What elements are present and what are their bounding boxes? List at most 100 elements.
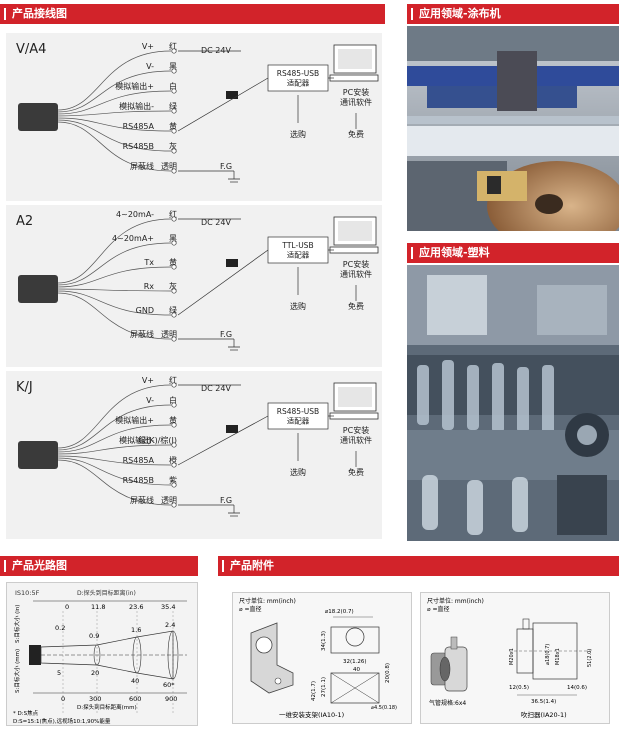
accessories-header: 产品附件 (218, 556, 619, 576)
adapter-label: RS485-USB (277, 69, 319, 78)
wiring-header: 产品接线图 (0, 4, 385, 24)
wire (57, 266, 172, 288)
adapter-label: 适配器 (287, 250, 310, 260)
bracket-dim: 20(0.8) (385, 663, 391, 683)
pin-label: V- (146, 396, 154, 405)
terminal (171, 402, 177, 408)
optics-bottom-tick: 0 (61, 695, 65, 703)
wiring-title: V/A4 (16, 42, 46, 57)
pc-label: 通讯软件 (340, 269, 372, 279)
optics-top-tick: 35.4 (161, 603, 175, 611)
terminal (171, 68, 177, 74)
optics-model: IS10:5F (15, 589, 40, 597)
optics-note-2: D:S=15:1(焦点),远视场10:1,90%能量 (13, 717, 111, 725)
pin-label: 4~20mA+ (112, 234, 154, 243)
bracket-dim: 32(1.26) (343, 659, 367, 665)
sensor-probe (18, 275, 58, 303)
bracket-dim: ⌀18.2(0.7) (325, 609, 354, 615)
wire-color: 黑 (169, 62, 177, 71)
terminal (171, 336, 177, 342)
purge-dim: 12(0.5) (509, 685, 529, 691)
terminal (171, 108, 177, 114)
pin-label: 模拟输出- (119, 435, 154, 445)
terminal (171, 48, 177, 54)
optics-top-axis-label: D:探头到目标距离(in) (77, 589, 136, 597)
pin-label: 屏蔽线 (130, 161, 154, 171)
wire-color: 黑 (169, 234, 177, 243)
fg-label: F.G (220, 496, 232, 505)
terminal (171, 422, 177, 428)
wire (57, 290, 172, 316)
purge-dim: M20x1 (509, 648, 515, 665)
purge-dim: M18x1 (555, 648, 561, 665)
adapter-box (267, 64, 329, 92)
coating-machine-photo (407, 26, 619, 231)
pin-label: RS485B (123, 476, 154, 485)
wire (57, 455, 172, 466)
bracket-caption: 一维安装支架(IA10-1) (279, 710, 344, 719)
adapter-label: 适配器 (287, 78, 310, 88)
bracket-dim: 40 (353, 667, 360, 673)
wire-color: 绿(K)/棕(J) (138, 435, 177, 445)
accessory-purge: 尺寸单位: mm(inch) ⌀ =直径 M20x1 ⌀18(0.7) M18x… (420, 592, 610, 724)
wiring-title: A2 (16, 214, 33, 229)
wire (57, 50, 172, 111)
terminal (171, 502, 177, 508)
accessory-bracket: 尺寸单位: mm(inch) ⌀ =直径 ⌀18.2(0.7) 34(1.3) … (232, 592, 412, 724)
wire-color: 橙 (169, 455, 177, 465)
pin-label: 模拟输出+ (115, 81, 154, 91)
optics-top-tick: 0 (65, 603, 69, 611)
wire-color: 红 (169, 375, 177, 385)
terminal (171, 482, 177, 488)
wire-color: 白 (169, 81, 177, 91)
optics-bottom-axis-label: D:探头到目标距离(mm) (77, 703, 137, 711)
optional-label: 选购 (290, 129, 306, 139)
wire (57, 424, 172, 453)
wire (57, 117, 172, 132)
pc-label: PC安装 (343, 87, 369, 97)
pin-label: Rx (144, 282, 155, 291)
optics-mm-value: 20 (91, 669, 99, 677)
purge-dim: 36.5(1.4) (531, 699, 556, 705)
sensor-probe (18, 441, 58, 469)
wire (57, 288, 172, 292)
power-label: DC 24V (201, 384, 231, 393)
wire-color: 灰 (169, 141, 177, 151)
optics-left-label-bottom: S:目标大小 (mm) (13, 649, 21, 693)
power-label: DC 24V (201, 46, 231, 55)
optional-label: 选购 (290, 467, 306, 477)
wire-color: 红 (169, 209, 177, 219)
wire-color: 透明 (161, 162, 177, 171)
wire-color: 黄 (169, 121, 177, 131)
optics-top-tick: 23.6 (129, 603, 143, 611)
optics-mid-value: 1.6 (131, 626, 141, 634)
wire-color: 黄 (169, 257, 177, 267)
free-label: 免费 (348, 129, 364, 139)
bracket-dia: ⌀ =直径 (239, 605, 262, 613)
free-label: 免费 (348, 301, 364, 311)
wire (57, 242, 172, 286)
pin-label: RS485A (123, 456, 155, 465)
wire-color: 灰 (169, 281, 177, 291)
pc-keyboard (329, 412, 379, 420)
pc-label: PC安装 (343, 259, 369, 269)
wire (57, 457, 172, 486)
pin-label: RS485B (123, 142, 154, 151)
pin-label: 模拟输出+ (115, 415, 154, 425)
wire (57, 444, 172, 455)
bracket-dim: 27(1.1) (321, 677, 327, 697)
optics-bottom-tick: 300 (89, 695, 101, 703)
bracket-dim: ⌀4.5(0.18) (371, 705, 397, 711)
power-label: DC 24V (201, 218, 231, 227)
wire (57, 459, 172, 506)
purge-dia: ⌀ =直径 (427, 605, 450, 613)
wire (57, 218, 172, 284)
pin-label: 屏蔽线 (130, 329, 154, 339)
terminal (171, 168, 177, 174)
pc-keyboard (329, 74, 379, 82)
wire (57, 119, 172, 152)
